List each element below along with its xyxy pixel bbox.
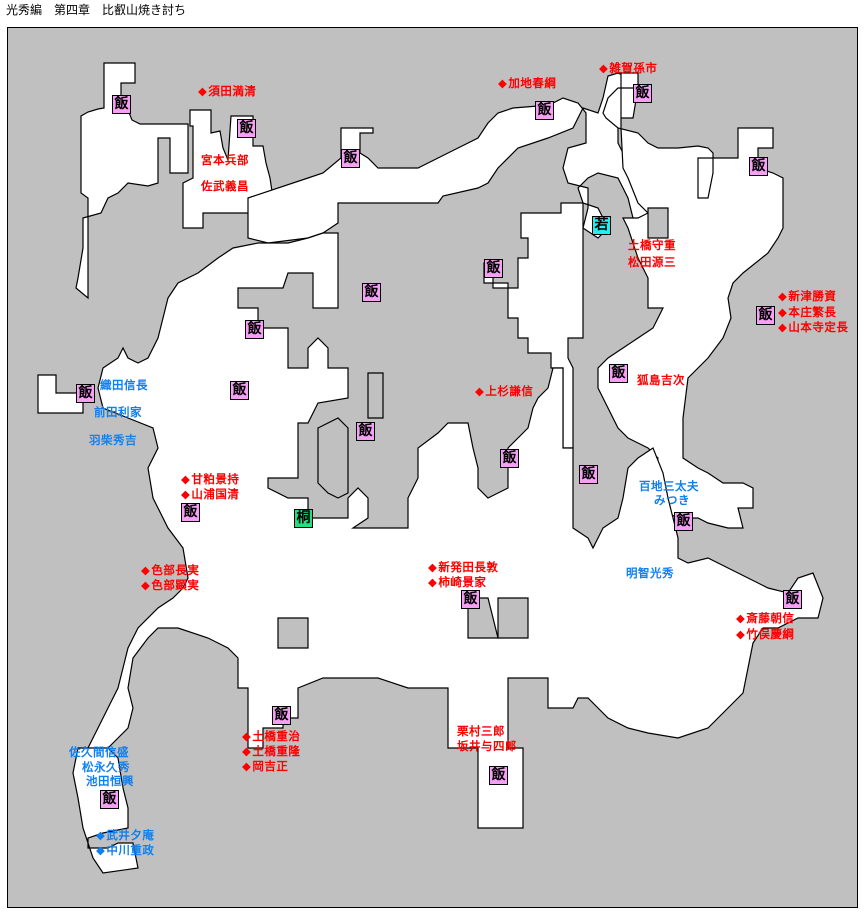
diamond-icon: ◆: [181, 487, 191, 501]
enemy-label: ◆色部顕実: [141, 578, 200, 592]
walkable-area: [75, 62, 189, 300]
diamond-icon: ◆: [778, 320, 788, 334]
enemy-label: ◆斎藤朝信: [736, 611, 795, 625]
enemy-label: ◆新津勝資: [778, 289, 837, 303]
enemy-label: 松田源三: [628, 255, 676, 269]
enemy-label: 栗村三郎: [457, 724, 505, 738]
enemy-label: ◆竹俣慶綱: [736, 627, 795, 641]
ally-label: ◆武井夕庵: [96, 828, 155, 842]
obstacle: [497, 597, 529, 639]
enemy-label: ◆岡吉正: [242, 759, 289, 773]
meal-marker[interactable]: 飯: [341, 149, 360, 168]
enemy-label: ◆甘粕景持: [181, 472, 240, 486]
meal-marker[interactable]: 飯: [579, 465, 598, 484]
enemy-label: 宮本兵部: [201, 153, 249, 167]
diamond-icon: ◆: [599, 61, 609, 75]
walkable-area: [483, 202, 584, 449]
enemy-label: ◆須田満清: [198, 84, 257, 98]
walkable-area: [72, 747, 139, 874]
ally-label: 羽柴秀吉: [89, 433, 137, 447]
meal-marker[interactable]: 飯: [237, 119, 256, 138]
diamond-icon: ◆: [475, 384, 485, 398]
diamond-icon: ◆: [141, 578, 151, 592]
meal-marker[interactable]: 飯: [100, 790, 119, 809]
enemy-label: ◆色部長実: [141, 563, 200, 577]
meal-marker[interactable]: 飯: [245, 320, 264, 339]
ally-label: 松永久秀: [82, 760, 130, 774]
walkable-area: [247, 72, 664, 244]
map-title: 光秀編 第四章 比叡山焼き討ち: [6, 3, 187, 17]
ally-label: ◆中川重政: [96, 843, 155, 857]
meal-marker[interactable]: 飯: [76, 384, 95, 403]
diamond-icon: ◆: [198, 84, 208, 98]
obstacle: [317, 417, 349, 499]
ally-label: 明智光秀: [626, 566, 674, 580]
diamond-icon: ◆: [242, 729, 252, 743]
obstacle: [647, 207, 669, 239]
meal-marker[interactable]: 飯: [362, 283, 381, 302]
enemy-label: ◆柿崎景家: [428, 575, 487, 589]
meal-marker[interactable]: 飯: [230, 381, 249, 400]
meal-marker[interactable]: 飯: [535, 101, 554, 120]
enemy-label: 佐武義昌: [201, 179, 249, 193]
diamond-icon: ◆: [96, 843, 106, 857]
diamond-icon: ◆: [736, 611, 746, 625]
enemy-label: 土橋守重: [628, 238, 676, 252]
meal-marker[interactable]: 飯: [272, 706, 291, 725]
ally-label: 百地三太夫: [639, 479, 699, 493]
diamond-icon: ◆: [778, 305, 788, 319]
meal-marker[interactable]: 飯: [783, 590, 802, 609]
diamond-icon: ◆: [778, 289, 788, 303]
enemy-label: ◆山浦国清: [181, 487, 240, 501]
ally-label: 前田利家: [94, 405, 142, 419]
meal-marker[interactable]: 飯: [674, 512, 693, 531]
diamond-icon: ◆: [141, 563, 151, 577]
meal-marker[interactable]: 飯: [609, 364, 628, 383]
ally-label: 池田恒興: [86, 774, 134, 788]
enemy-label: ◆上杉謙信: [475, 384, 534, 398]
meal-marker[interactable]: 飯: [112, 95, 131, 114]
meal-marker[interactable]: 飯: [756, 306, 775, 325]
walkable-area: [87, 232, 824, 829]
meal-marker[interactable]: 飯: [181, 503, 200, 522]
obstacle: [367, 372, 384, 419]
enemy-label: 坂井与四郎: [457, 739, 517, 753]
enemy-label: ◆山本寺定長: [778, 320, 849, 334]
diamond-icon: ◆: [96, 828, 106, 842]
meal-marker[interactable]: 飯: [749, 157, 768, 176]
enemy-label: ◆雑賀孫市: [599, 61, 658, 75]
kiri-marker[interactable]: 桐: [294, 509, 313, 528]
diamond-icon: ◆: [428, 560, 438, 574]
ally-label: 織田信長: [100, 378, 148, 392]
enemy-label: ◆本庄繁長: [778, 305, 837, 319]
enemy-label: 狐島吉次: [637, 373, 685, 387]
diamond-icon: ◆: [736, 627, 746, 641]
meal-marker[interactable]: 飯: [500, 449, 519, 468]
enemy-label: ◆土橋重隆: [242, 744, 301, 758]
obstacle: [277, 617, 309, 649]
map-area: 飯 飯 飯 飯 飯 飯 飯 飯 飯 飯 飯 飯 飯 飯 飯 飯 飯 飯 飯 飯 …: [7, 27, 858, 908]
diamond-icon: ◆: [242, 759, 252, 773]
enemy-label: ◆新発田長敦: [428, 560, 499, 574]
terrain-map: [37, 62, 824, 874]
ally-label: 佐久間信盛: [69, 745, 129, 759]
diamond-icon: ◆: [242, 744, 252, 758]
young-marker[interactable]: 若: [592, 216, 611, 235]
diamond-icon: ◆: [428, 575, 438, 589]
meal-marker[interactable]: 飯: [461, 590, 480, 609]
diamond-icon: ◆: [181, 472, 191, 486]
ally-label: みつき: [654, 493, 690, 507]
meal-marker[interactable]: 飯: [484, 259, 503, 278]
walkable-area: [597, 72, 784, 529]
meal-marker[interactable]: 飯: [356, 422, 375, 441]
enemy-label: ◆加地春綱: [498, 76, 557, 90]
meal-marker[interactable]: 飯: [633, 84, 652, 103]
diamond-icon: ◆: [498, 76, 508, 90]
enemy-label: ◆土橋重治: [242, 729, 301, 743]
meal-marker[interactable]: 飯: [489, 766, 508, 785]
